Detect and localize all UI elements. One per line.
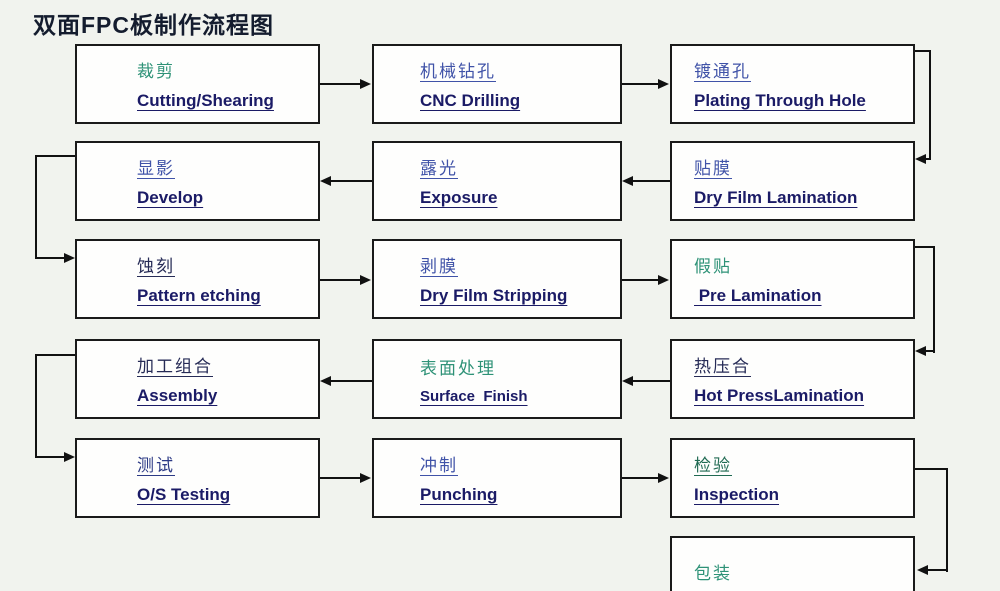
arrow-line-r4-c3-c2 bbox=[633, 380, 670, 382]
connector-left-1-top bbox=[35, 155, 75, 157]
arrow-line-r2-c2-c1 bbox=[331, 180, 372, 182]
arrow-head-r1-c2-c3 bbox=[658, 79, 669, 89]
arrow-head-r5-c2-c3 bbox=[658, 473, 669, 483]
box-label-en: Dry Film Stripping bbox=[420, 286, 568, 305]
flow-box-exposure: 露光 Exposure bbox=[372, 141, 622, 221]
box-label-en: Inspection bbox=[694, 485, 780, 504]
flow-box-packing: 包装 bbox=[670, 536, 915, 591]
connector-right-3-top bbox=[915, 468, 948, 470]
connector-left-1-bottom bbox=[37, 257, 64, 259]
flow-box-dry-film-stripping: 剥膜 Dry Film Stripping bbox=[372, 239, 622, 319]
box-label-en: Pre Lamination bbox=[694, 286, 822, 305]
arrow-line-r3-c1-c2 bbox=[320, 279, 362, 281]
arrow-head-r2-c2-c1 bbox=[320, 176, 331, 186]
connector-right-3-down bbox=[946, 468, 948, 572]
connector-right-2-down bbox=[933, 246, 935, 353]
flow-box-assembly: 加工组合 Assembly bbox=[75, 339, 320, 419]
page-title: 双面FPC板制作流程图 bbox=[33, 12, 274, 38]
box-label-cn: 裁剪 bbox=[137, 62, 175, 81]
flow-box-inspection: 检验 Inspection bbox=[670, 438, 915, 518]
connector-left-1-down bbox=[35, 155, 37, 259]
box-label-cn: 测试 bbox=[137, 456, 175, 475]
flow-box-pattern-etching: 蚀刻 Pattern etching bbox=[75, 239, 320, 319]
connector-right-1-bottom bbox=[926, 158, 931, 160]
box-label-en: Exposure bbox=[420, 188, 498, 207]
connector-right-1-head bbox=[915, 154, 926, 164]
box-label-en: CNC Drilling bbox=[420, 91, 521, 110]
flow-box-cnc-drilling: 机械钻孔 CNC Drilling bbox=[372, 44, 622, 124]
box-label-en: Pattern etching bbox=[137, 286, 261, 305]
arrow-head-r4-c3-c2 bbox=[622, 376, 633, 386]
arrow-head-r1-c1-c2 bbox=[360, 79, 371, 89]
box-label-cn: 包装 bbox=[694, 564, 732, 583]
connector-left-2-head bbox=[64, 452, 75, 462]
box-label-en: O/S Testing bbox=[137, 485, 231, 504]
connector-right-3-head bbox=[917, 565, 928, 575]
arrow-line-r3-c2-c3 bbox=[622, 279, 660, 281]
box-label-en: Plating Through Hole bbox=[694, 91, 866, 110]
connector-left-2-bottom bbox=[37, 456, 64, 458]
arrow-line-r5-c2-c3 bbox=[622, 477, 660, 479]
arrow-line-r1-c1-c2 bbox=[320, 83, 362, 85]
box-label-cn: 露光 bbox=[420, 159, 458, 178]
arrow-line-r2-c3-c2 bbox=[633, 180, 670, 182]
box-label-cn: 加工组合 bbox=[137, 357, 213, 376]
flow-box-pre-lamination: 假贴 Pre Lamination bbox=[670, 239, 915, 319]
box-label-cn: 冲制 bbox=[420, 456, 458, 475]
box-label-en: Punching bbox=[420, 485, 498, 504]
box-label-cn: 检验 bbox=[694, 456, 732, 475]
arrow-head-r4-c2-c1 bbox=[320, 376, 331, 386]
connector-right-3-bottom bbox=[928, 569, 948, 571]
connector-right-2-head bbox=[915, 346, 926, 356]
arrow-head-r2-c3-c2 bbox=[622, 176, 633, 186]
box-label-en: Hot PressLamination bbox=[694, 386, 865, 405]
box-label-en: Assembly bbox=[137, 386, 218, 405]
box-label-cn: 假贴 bbox=[694, 257, 732, 276]
connector-left-2-down bbox=[35, 354, 37, 458]
flow-box-cutting-shearing: 裁剪 Cutting/Shearing bbox=[75, 44, 320, 124]
flow-box-punching: 冲制 Punching bbox=[372, 438, 622, 518]
arrow-head-r3-c2-c3 bbox=[658, 275, 669, 285]
arrow-head-r3-c1-c2 bbox=[360, 275, 371, 285]
box-label-en: Develop bbox=[137, 188, 204, 207]
flow-box-surface-finish: 表面处理 Surface Finish bbox=[372, 339, 622, 419]
box-label-cn: 蚀刻 bbox=[137, 257, 175, 276]
flow-box-hot-press-lamination: 热压合 Hot PressLamination bbox=[670, 339, 915, 419]
box-label-cn: 显影 bbox=[137, 159, 175, 178]
arrow-line-r5-c1-c2 bbox=[320, 477, 362, 479]
arrow-line-r1-c2-c3 bbox=[622, 83, 660, 85]
arrow-line-r4-c2-c1 bbox=[331, 380, 372, 382]
arrow-head-r5-c1-c2 bbox=[360, 473, 371, 483]
flow-box-os-testing: 测试 O/S Testing bbox=[75, 438, 320, 518]
box-label-cn: 机械钻孔 bbox=[420, 62, 496, 81]
connector-right-2-bottom bbox=[926, 350, 935, 352]
connector-left-1-head bbox=[64, 253, 75, 263]
flow-box-dry-film-lamination: 贴膜 Dry Film Lamination bbox=[670, 141, 915, 221]
connector-left-2-top bbox=[35, 354, 75, 356]
connector-right-2-top bbox=[915, 246, 935, 248]
box-label-cn: 镀通孔 bbox=[694, 62, 751, 81]
box-label-cn: 贴膜 bbox=[694, 159, 732, 178]
flow-box-develop: 显影 Develop bbox=[75, 141, 320, 221]
connector-right-1-top bbox=[915, 50, 931, 52]
connector-right-1-down bbox=[929, 50, 931, 160]
box-label-en: Cutting/Shearing bbox=[137, 91, 274, 110]
box-label-en: Surface Finish bbox=[420, 387, 528, 405]
box-label-cn: 剥膜 bbox=[420, 257, 458, 276]
box-label-en: Dry Film Lamination bbox=[694, 188, 858, 207]
box-label-cn: 热压合 bbox=[694, 357, 751, 376]
flow-box-plating-through-hole: 镀通孔 Plating Through Hole bbox=[670, 44, 915, 124]
box-label-cn: 表面处理 bbox=[420, 358, 496, 378]
